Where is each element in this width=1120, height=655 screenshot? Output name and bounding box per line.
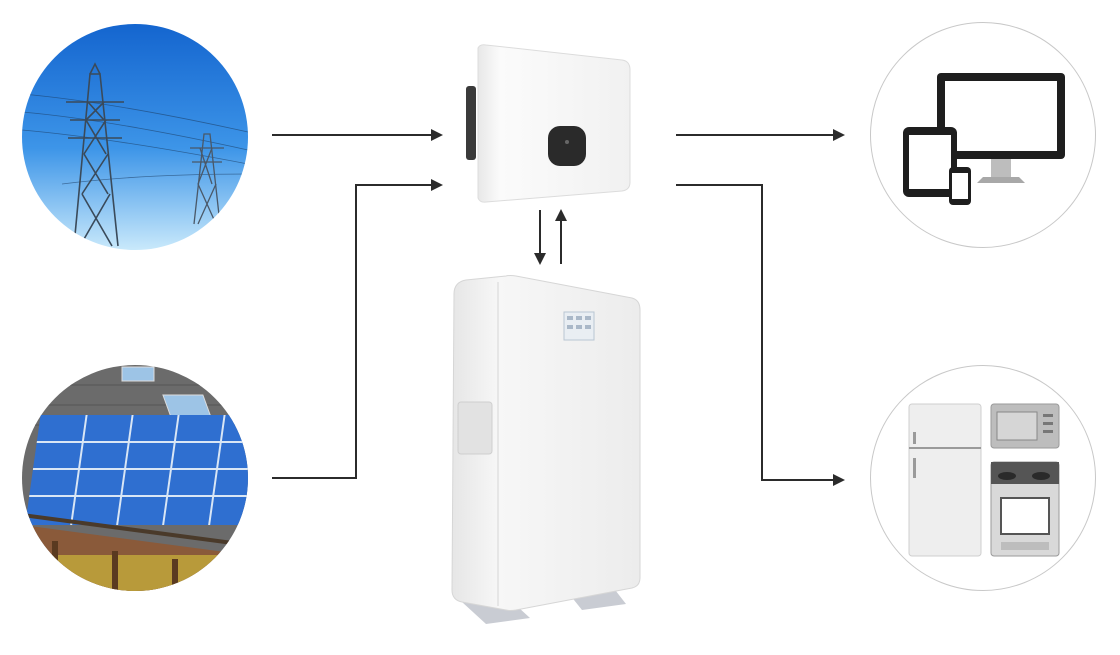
power-tower-icon [22,24,248,250]
arrow-inverter-to-appliances [676,184,845,486]
solar-panel-node [22,365,248,591]
inverter-node [462,42,634,206]
appliances-icon [908,403,1060,557]
battery-icon [451,275,641,624]
inverter-icon [466,44,631,203]
battery-node [446,272,646,634]
solar-roof-icon [22,365,248,591]
appliances-load-node [870,365,1096,591]
devices-icon [903,73,1065,205]
grid-power-node [22,24,248,250]
devices-load-node [870,22,1096,248]
arrow-solar-to-inverter [272,179,443,479]
